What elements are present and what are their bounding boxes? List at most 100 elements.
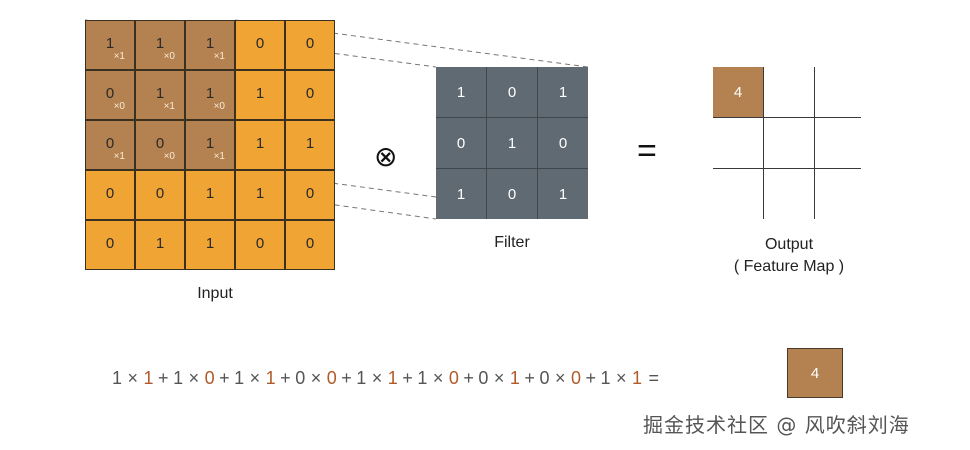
input-cell: 1 bbox=[185, 220, 235, 270]
filter-cell: 1 bbox=[487, 118, 537, 168]
input-cell: 1×0 bbox=[185, 70, 235, 120]
input-cell-value: 0 bbox=[105, 184, 115, 202]
times-sign: × bbox=[371, 368, 383, 388]
kernel-multiplier: ×0 bbox=[213, 101, 225, 112]
input-cell-value: 0 bbox=[305, 184, 315, 202]
input-cell: 1 bbox=[235, 70, 285, 120]
times-sign: × bbox=[432, 368, 444, 388]
filter-cell: 0 bbox=[487, 169, 537, 219]
plus-sign: + bbox=[280, 368, 292, 388]
filter-cell: 1 bbox=[436, 169, 486, 219]
term-input-value: 0 bbox=[295, 368, 306, 388]
input-cell: 0 bbox=[285, 170, 335, 220]
input-cell-value: 0 bbox=[305, 34, 315, 52]
term-input-value: 0 bbox=[539, 368, 550, 388]
convolution-operator: ⊗ bbox=[374, 141, 398, 172]
times-sign: × bbox=[493, 368, 505, 388]
filter-cell: 0 bbox=[487, 67, 537, 117]
plus-sign: + bbox=[463, 368, 475, 388]
filter-cell: 1 bbox=[436, 67, 486, 117]
input-cell-value: 1 bbox=[205, 84, 215, 102]
kernel-multiplier: ×1 bbox=[113, 51, 125, 62]
output-cell-filled: 4 bbox=[713, 67, 763, 117]
term-filter-value: 1 bbox=[632, 368, 643, 388]
input-cell: 1 bbox=[285, 120, 335, 170]
plus-sign: + bbox=[341, 368, 353, 388]
times-sign: × bbox=[188, 368, 200, 388]
input-cell-value: 1 bbox=[205, 134, 215, 152]
output-label-subtitle: ( Feature Map ) bbox=[733, 258, 845, 275]
output-label: Output ( Feature Map ) bbox=[712, 234, 866, 278]
output-cell-empty bbox=[815, 67, 865, 117]
plus-sign: + bbox=[524, 368, 536, 388]
kernel-multiplier: ×1 bbox=[213, 151, 225, 162]
times-sign: × bbox=[310, 368, 322, 388]
term-filter-value: 1 bbox=[387, 368, 399, 388]
watermark: 掘金技术社区 @ 风吹斜刘海 bbox=[643, 413, 910, 437]
input-cell: 0×1 bbox=[85, 120, 135, 170]
equation-equals: = bbox=[648, 368, 660, 388]
term-filter-value: 1 bbox=[265, 368, 277, 388]
input-cell-value: 1 bbox=[155, 84, 165, 102]
plus-sign: + bbox=[402, 368, 414, 388]
input-cell: 0 bbox=[285, 20, 335, 70]
input-label: Input bbox=[197, 285, 233, 302]
kernel-multiplier: ×0 bbox=[163, 151, 175, 162]
filter-label: Filter bbox=[494, 234, 530, 251]
times-sign: × bbox=[127, 368, 139, 388]
input-cell-value: 1 bbox=[205, 34, 215, 52]
input-cell: 1 bbox=[235, 170, 285, 220]
input-cell-value: 0 bbox=[155, 134, 165, 152]
kernel-multiplier: ×1 bbox=[113, 151, 125, 162]
kernel-multiplier: ×0 bbox=[113, 101, 125, 112]
input-cell: 0 bbox=[85, 170, 135, 220]
term-input-value: 1 bbox=[600, 368, 612, 388]
output-cell-empty bbox=[764, 118, 814, 168]
kernel-multiplier: ×1 bbox=[163, 101, 175, 112]
output-cell-empty bbox=[815, 169, 865, 219]
input-cell: 1 bbox=[185, 170, 235, 220]
term-filter-value: 1 bbox=[509, 368, 521, 388]
input-cell: 1 bbox=[235, 120, 285, 170]
input-cell-value: 0 bbox=[105, 134, 115, 152]
calculation-equation: 1×1+1×0+1×1+0×0+1×1+1×0+0×1+0×0+1×1= bbox=[112, 368, 660, 389]
input-cell: 0 bbox=[85, 220, 135, 270]
plus-sign: + bbox=[585, 368, 597, 388]
plus-sign: + bbox=[219, 368, 231, 388]
term-input-value: 1 bbox=[356, 368, 367, 388]
times-sign: × bbox=[616, 368, 628, 388]
input-cell: 0 bbox=[135, 170, 185, 220]
filter-cell: 1 bbox=[538, 169, 588, 219]
term-filter-value: 1 bbox=[143, 368, 155, 388]
input-cell: 1×1 bbox=[185, 120, 235, 170]
term-input-value: 0 bbox=[478, 368, 489, 388]
input-cell-value: 1 bbox=[105, 34, 115, 52]
output-cell-empty bbox=[713, 118, 763, 168]
input-cell: 0×0 bbox=[85, 70, 135, 120]
term-input-value: 1 bbox=[112, 368, 123, 388]
term-input-value: 1 bbox=[234, 368, 245, 388]
term-filter-value: 0 bbox=[448, 368, 460, 388]
output-label-title: Output bbox=[764, 236, 814, 253]
filter-cell: 0 bbox=[436, 118, 486, 168]
input-cell: 0 bbox=[235, 220, 285, 270]
input-cell-value: 0 bbox=[305, 234, 315, 252]
input-cell: 0 bbox=[235, 20, 285, 70]
input-cell-value: 0 bbox=[255, 34, 265, 52]
input-cell-value: 1 bbox=[305, 134, 315, 152]
input-cell: 0 bbox=[285, 70, 335, 120]
input-cell: 1×0 bbox=[135, 20, 185, 70]
output-cell-empty bbox=[713, 169, 763, 219]
output-cell-empty bbox=[815, 118, 865, 168]
output-cell-empty bbox=[764, 67, 814, 117]
term-filter-value: 0 bbox=[570, 368, 582, 388]
output-edge-mask bbox=[861, 60, 881, 230]
term-filter-value: 0 bbox=[326, 368, 338, 388]
input-cell: 1×1 bbox=[85, 20, 135, 70]
input-cell-value: 0 bbox=[305, 84, 315, 102]
term-input-value: 1 bbox=[417, 368, 428, 388]
input-cell-value: 1 bbox=[205, 184, 215, 202]
output-feature-map: 4 bbox=[713, 67, 865, 219]
